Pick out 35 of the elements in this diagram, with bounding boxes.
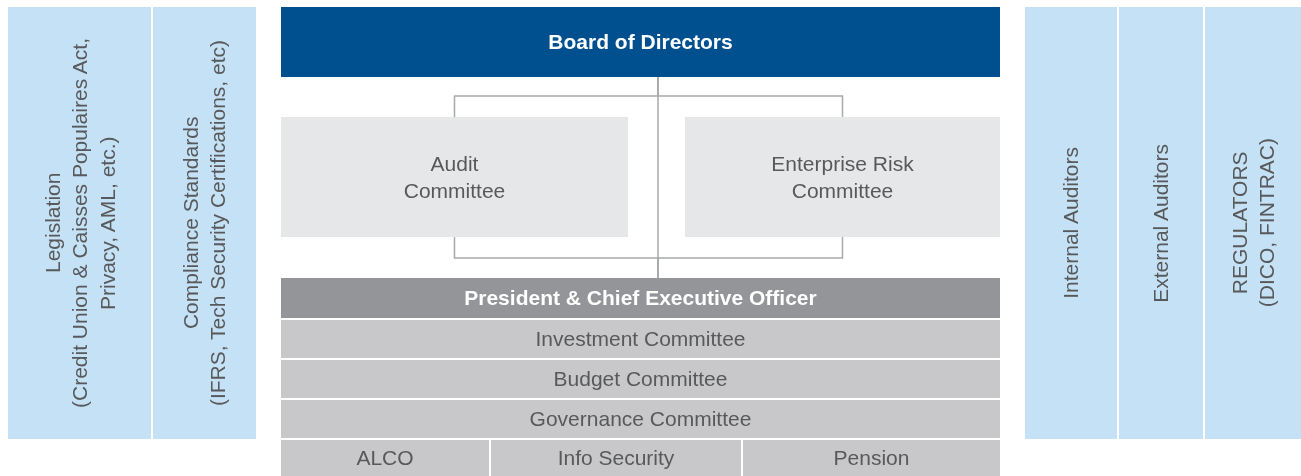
box-label: President & Chief Executive Officer bbox=[464, 285, 817, 312]
committee-row bbox=[281, 400, 1000, 438]
side-panel bbox=[1025, 7, 1117, 439]
side-panel bbox=[1119, 7, 1203, 439]
committee-cell bbox=[743, 440, 1000, 476]
panel-text: (Credit Union & Caisses Populaires Act, Privacy, AML, etc.) bbox=[66, 37, 120, 410]
committee-box bbox=[281, 117, 628, 237]
box-label: Pension bbox=[833, 445, 910, 472]
box-label: Budget Committee bbox=[553, 366, 728, 393]
box-label: Investment Committee bbox=[535, 326, 746, 353]
panel-text: (DICO, FINTRAC) bbox=[1254, 138, 1279, 308]
box-label: ALCO bbox=[356, 445, 414, 472]
committee-cell bbox=[281, 440, 489, 476]
side-panel bbox=[153, 7, 256, 439]
box-label: Enterprise Risk Committee bbox=[770, 150, 915, 204]
box-label: Governance Committee bbox=[529, 406, 752, 433]
ceo-bar bbox=[281, 278, 1000, 318]
side-panel bbox=[8, 7, 151, 439]
committee-cell bbox=[491, 440, 741, 476]
panel-heading: External Auditors bbox=[1148, 143, 1174, 303]
box-label: Info Security bbox=[557, 445, 675, 472]
committee-box bbox=[685, 117, 1000, 237]
connector-line bbox=[657, 236, 844, 279]
panel-heading: Compliance Standards bbox=[178, 116, 204, 330]
panel-heading: REGULATORS bbox=[1226, 151, 1252, 295]
panel-heading: Legislation bbox=[39, 172, 65, 274]
committee-row bbox=[281, 360, 1000, 398]
board-bar bbox=[281, 7, 1000, 77]
committee-row bbox=[281, 320, 1000, 358]
box-label: Audit Committee bbox=[402, 150, 507, 204]
panel-text: (IFRS, Tech Security Certifications, etc) bbox=[205, 39, 231, 407]
box-label: Board of Directors bbox=[548, 29, 733, 56]
panel-heading: Internal Auditors bbox=[1058, 147, 1084, 299]
connector-line bbox=[657, 76, 844, 118]
side-panel bbox=[1205, 7, 1301, 439]
